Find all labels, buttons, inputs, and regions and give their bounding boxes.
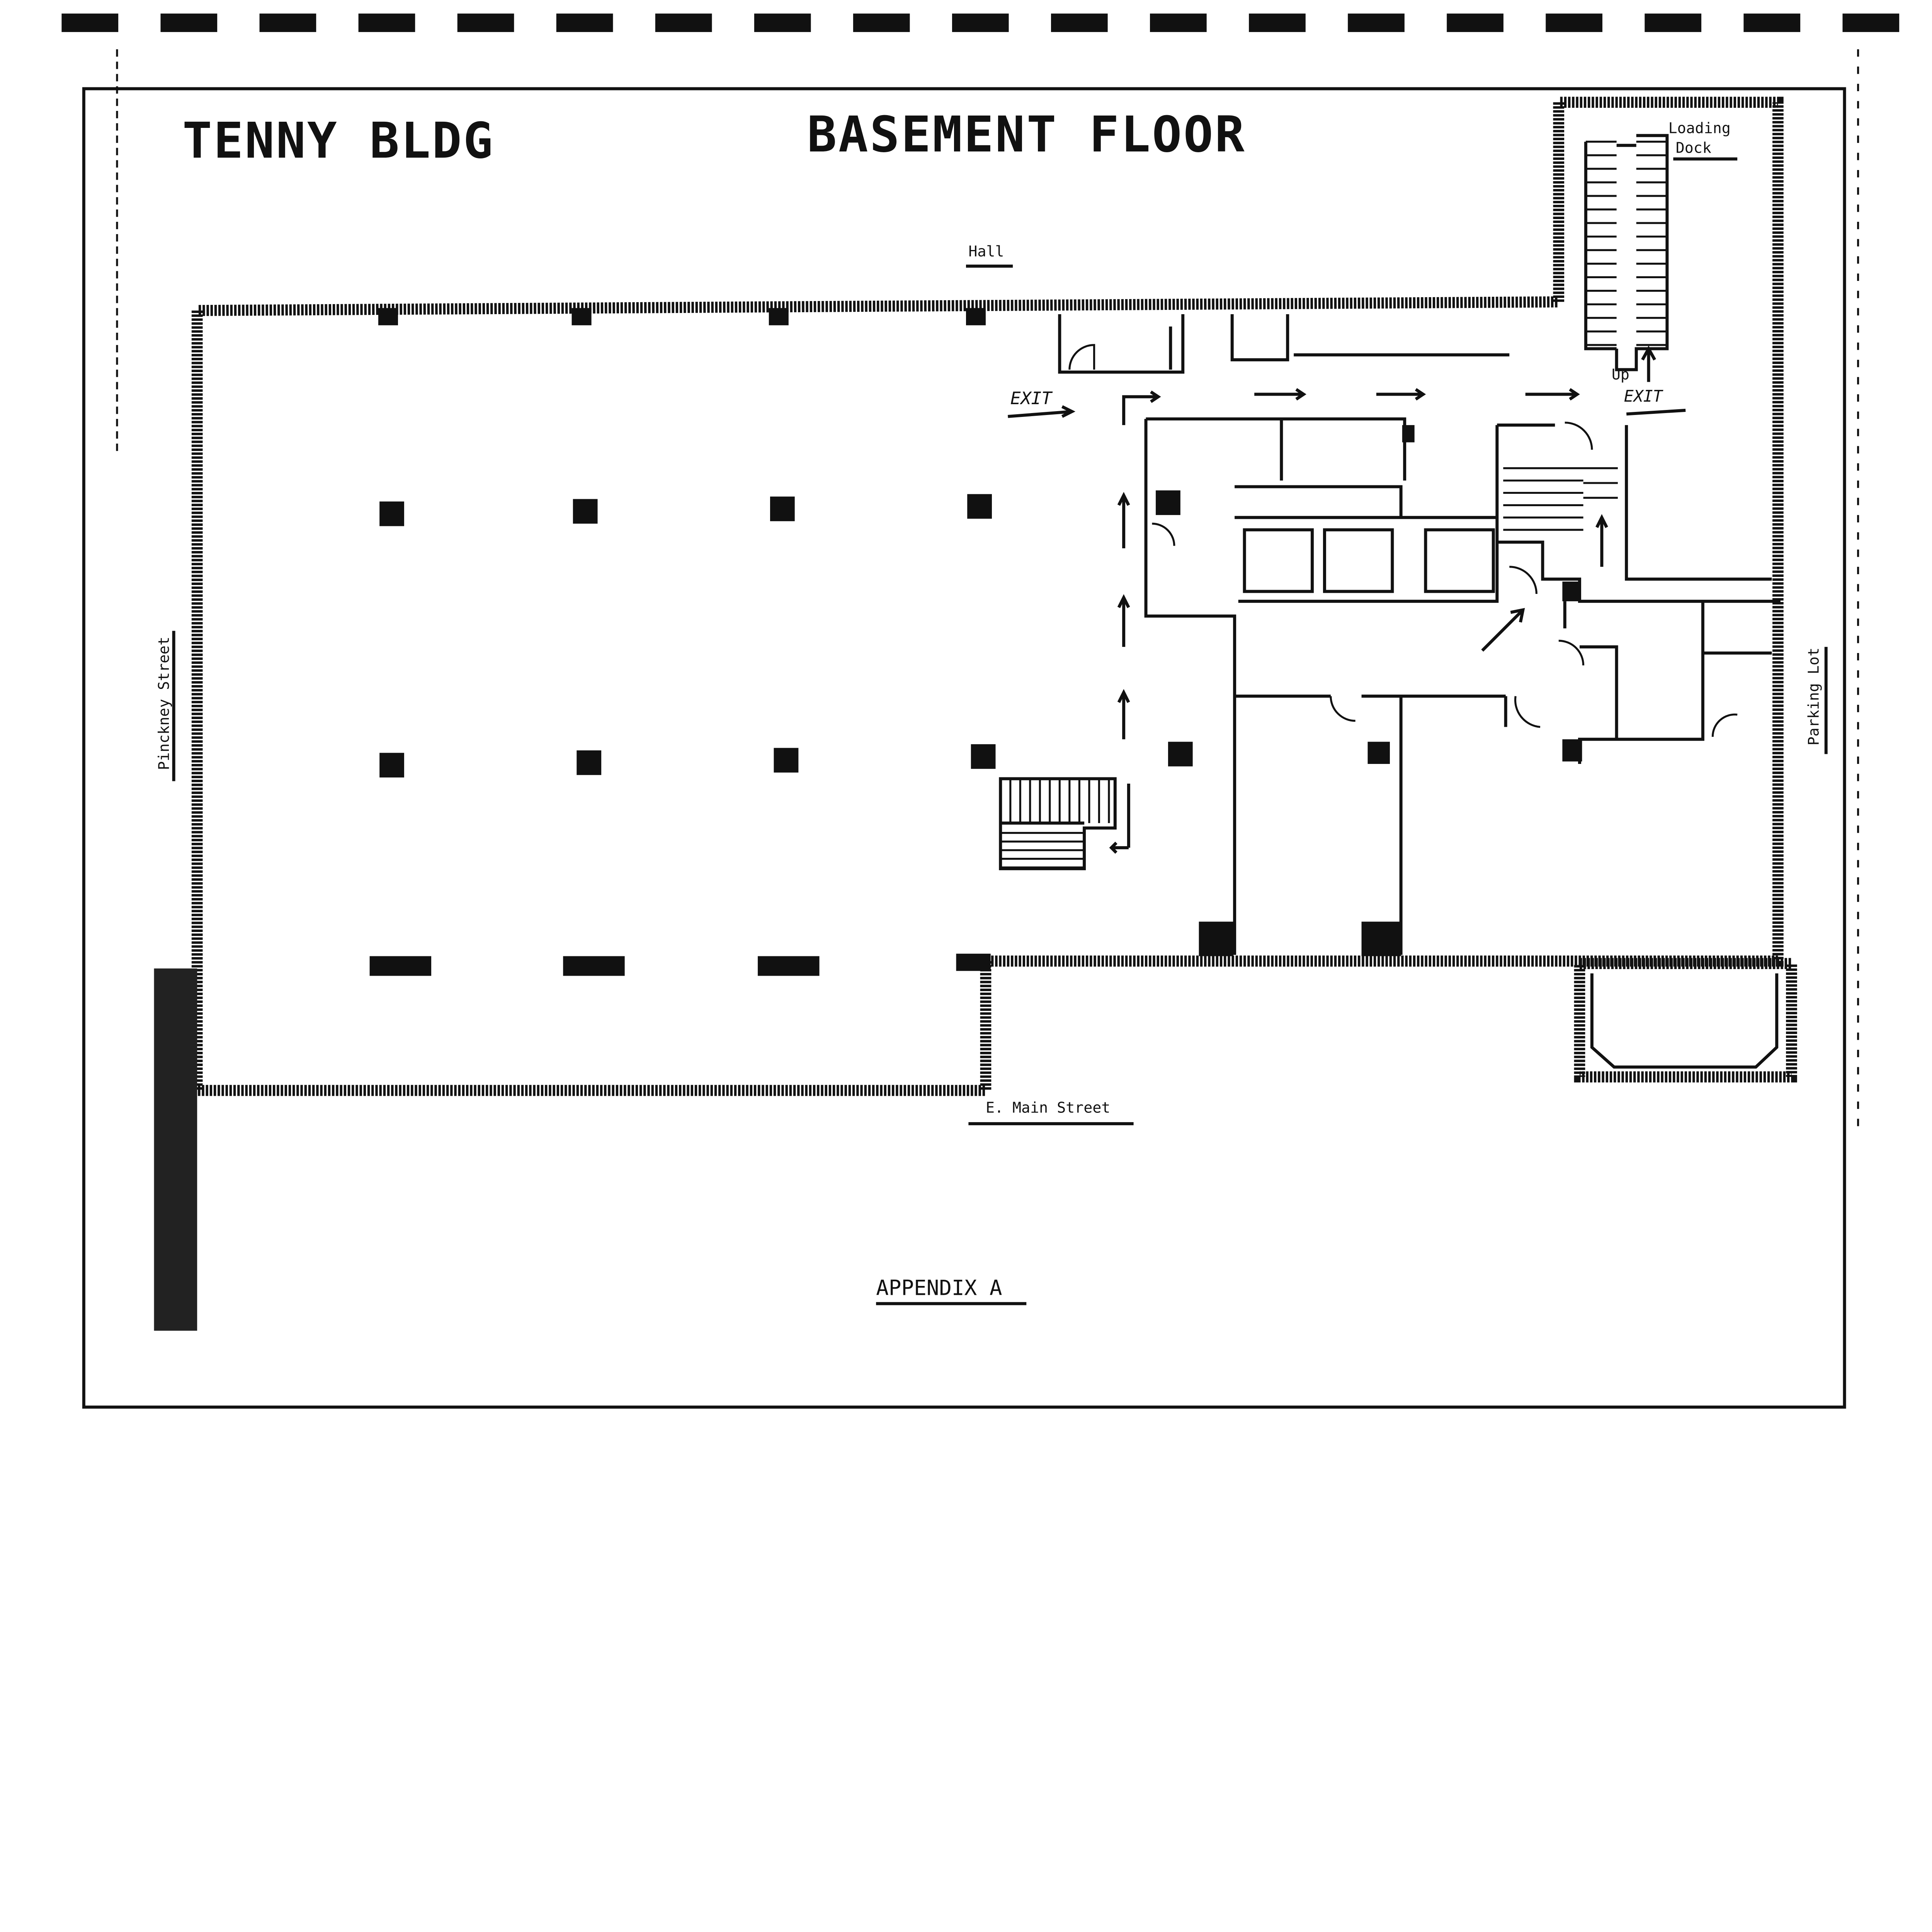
door-swing [1068, 344, 1095, 370]
exit-label-right: EXIT [1624, 387, 1663, 406]
column [1367, 742, 1390, 764]
column [1156, 490, 1180, 515]
exit-arrow-icon [1008, 405, 1076, 418]
shaft [1361, 922, 1401, 956]
column [573, 499, 598, 524]
pilaster [769, 308, 789, 325]
up-arrow-icon [1641, 345, 1656, 382]
punch-mark [1645, 14, 1702, 32]
punch-mark [1249, 14, 1306, 32]
pilaster [966, 308, 986, 325]
column [577, 750, 602, 775]
main-stair-outline [999, 777, 1117, 871]
punch-mark [1842, 14, 1900, 32]
pinckney-street-label: Pinckney Street [155, 637, 173, 770]
punch-mark [1546, 14, 1603, 32]
punch-mark [556, 14, 613, 32]
pilaster [369, 956, 432, 976]
loading-dock-ramp [1585, 141, 1667, 346]
punch-mark [1348, 14, 1405, 32]
shaft [1199, 922, 1233, 956]
punch-mark [1447, 14, 1503, 32]
columns [369, 308, 1193, 976]
column [379, 501, 404, 526]
punch-mark [853, 14, 910, 32]
loading-dock-label-2: Dock [1676, 139, 1711, 156]
pilaster [956, 954, 991, 971]
pilaster [571, 308, 592, 325]
pilaster [378, 308, 398, 325]
underline [1626, 408, 1686, 416]
column [379, 753, 404, 778]
punch-mark [61, 14, 119, 32]
binding-bar [154, 968, 197, 1331]
column [770, 497, 795, 521]
punch-marks [61, 14, 1900, 32]
column [1562, 739, 1582, 762]
parking-lot-label: Parking Lot [1805, 648, 1823, 745]
interior-walls [1144, 417, 1781, 955]
building-title: TENNY BLDG [182, 112, 493, 170]
punch-mark [160, 14, 218, 32]
column [971, 744, 996, 769]
hall-label: Hall [968, 243, 1004, 260]
loading-dock-label: Loading [1668, 119, 1731, 137]
pilaster [758, 956, 820, 976]
pilaster [563, 956, 625, 976]
punch-mark [358, 14, 415, 32]
punch-mark [1743, 14, 1801, 32]
elevator-cabs [1243, 528, 1495, 593]
punch-mark [754, 14, 811, 32]
column [1168, 742, 1193, 767]
column [1562, 582, 1580, 602]
route-arrows [1109, 388, 1608, 854]
column [774, 748, 799, 773]
lower-right-chamfer [1590, 973, 1779, 1069]
punch-mark [1150, 14, 1207, 32]
punch-mark [952, 14, 1009, 32]
main-street-label: E. Main Street [986, 1099, 1110, 1116]
restroom-top [1058, 314, 1510, 374]
punch-mark [259, 14, 316, 32]
appendix-label: APPENDIX A [876, 1276, 1002, 1300]
ramp-outline [1584, 134, 1669, 371]
up-label: Up [1612, 366, 1629, 383]
floor-title: BASEMENT FLOOR [807, 106, 1245, 163]
column [967, 494, 992, 519]
punch-mark [457, 14, 514, 32]
column [1402, 425, 1415, 442]
door-swings [1152, 422, 1738, 737]
small-stair [1503, 467, 1618, 531]
lower-right-room [1574, 958, 1797, 1083]
page-frame [82, 87, 1846, 1409]
punch-mark [1051, 14, 1108, 32]
exit-label-left: EXIT [1010, 388, 1053, 408]
punch-mark [655, 14, 712, 32]
